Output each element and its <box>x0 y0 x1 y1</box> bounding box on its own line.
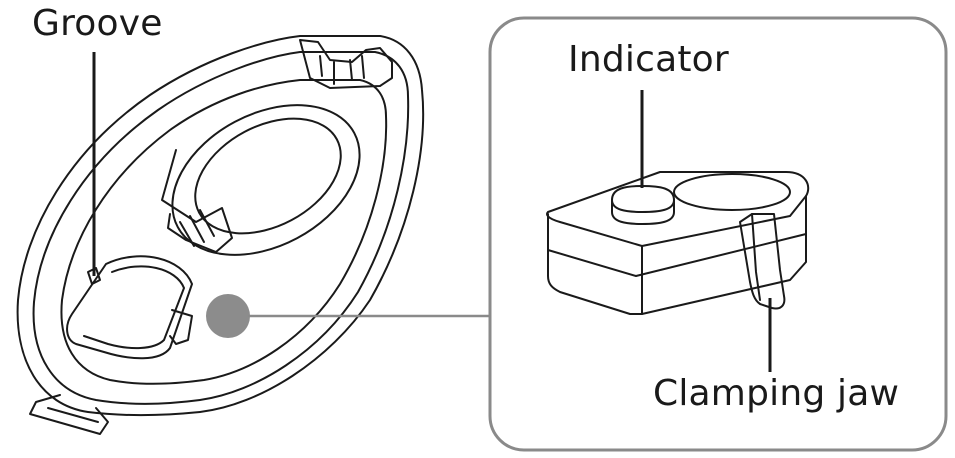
tray-handle <box>29 394 109 435</box>
tray-sensor-block <box>66 255 193 360</box>
clamping-jaw-label: Clamping jaw <box>653 373 900 414</box>
sensor-pad <box>673 173 791 211</box>
callout-frame <box>488 16 948 452</box>
tray-hinge <box>299 39 393 89</box>
sensor-top-face <box>546 171 810 247</box>
tray-ring-inner <box>194 117 342 235</box>
groove-label: Groove <box>32 3 163 44</box>
tray <box>16 35 425 435</box>
tray-outer-shell <box>16 35 425 416</box>
tray-inner-rim <box>32 51 410 405</box>
sensor-right-face <box>641 195 807 315</box>
tray-floor-edge <box>60 79 388 385</box>
clamping-jaw-part <box>739 213 786 310</box>
sensor-front-face <box>547 213 643 315</box>
tray-ring-outer <box>171 104 361 256</box>
indicator-label: Indicator <box>568 39 729 80</box>
indicator-button <box>611 185 675 225</box>
sensor-detail <box>546 171 810 315</box>
tray-strap <box>161 149 233 253</box>
callout-marker <box>206 294 250 338</box>
